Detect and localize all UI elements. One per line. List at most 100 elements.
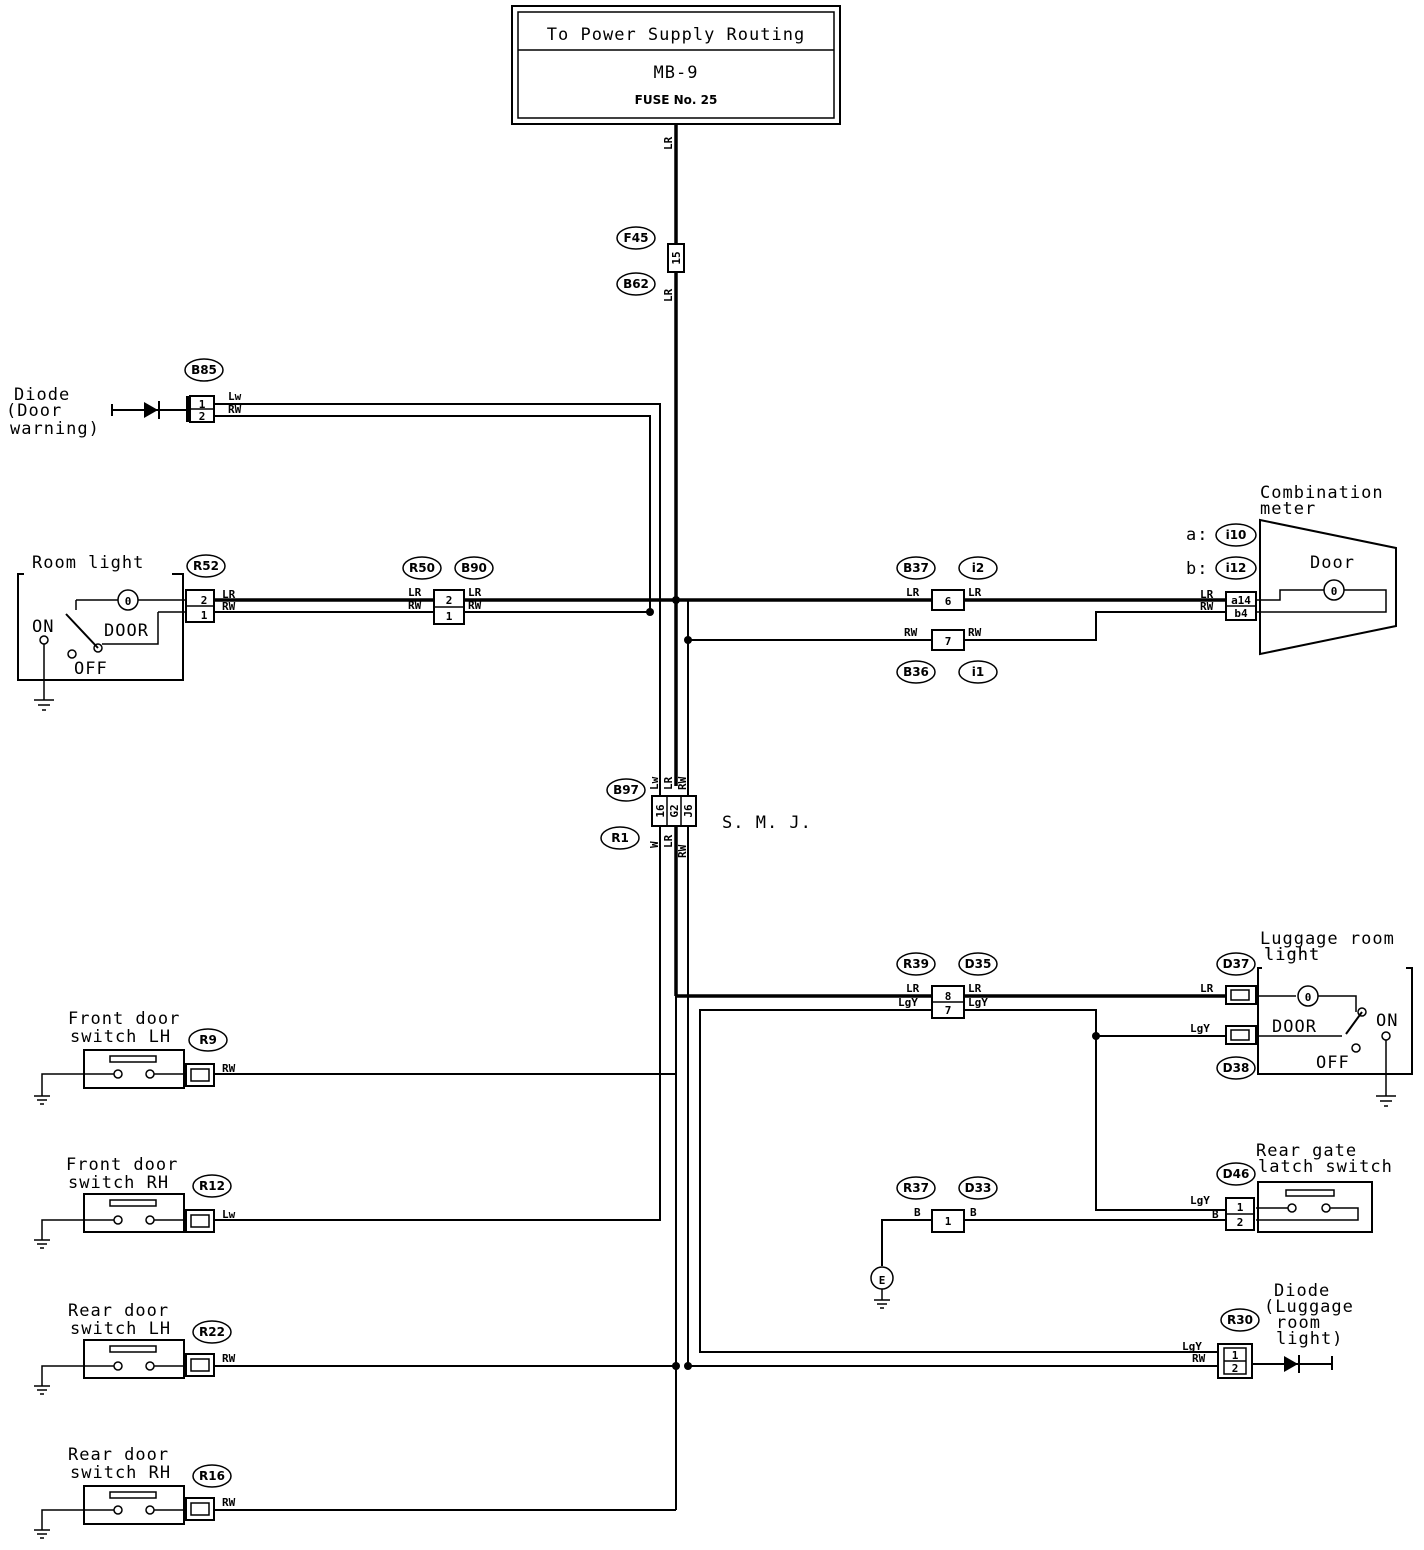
room-light-off: OFF	[74, 659, 108, 679]
connector-r22-label: R22	[199, 1325, 225, 1339]
connector-r39-label: R39	[903, 957, 929, 971]
connector-r9-label: R9	[199, 1033, 217, 1047]
smj-lr2-label: LR	[662, 834, 675, 848]
connector-r52-label: R52	[193, 559, 219, 573]
rear-gate-line2: latch switch	[1258, 1157, 1393, 1177]
r39-lr-left: LR	[906, 982, 920, 995]
front-lh-line1: Front door	[68, 1009, 180, 1029]
b85-pin-2: 2	[199, 410, 206, 423]
pin-15: 15	[670, 251, 683, 264]
combination-meter: Combination meter a: i10 b: i12 Door 0 a…	[1186, 483, 1397, 656]
front-rh-line2: switch RH	[68, 1173, 169, 1193]
diode-door-line1: Diode	[14, 385, 70, 405]
b85-pin-1: 1	[199, 398, 206, 411]
r52-lr-label: LR	[222, 588, 236, 601]
b37-lr-left: LR	[906, 586, 920, 599]
svg-text:0: 0	[125, 595, 132, 608]
svg-text:0: 0	[1305, 991, 1312, 1004]
connector-i10-label: i10	[1226, 528, 1247, 542]
luggage-light-line1: Luggage room	[1260, 929, 1395, 949]
connector-r30-label: R30	[1227, 1313, 1253, 1327]
connector-b85-label: B85	[191, 363, 217, 377]
power-fuse-label: FUSE No. 25	[635, 93, 718, 107]
b36-pin-7: 7	[945, 635, 952, 648]
connector-i12-label: i12	[1226, 561, 1247, 575]
connector-r12-label: R12	[199, 1179, 225, 1193]
connector-i1-label: i1	[972, 665, 984, 679]
power-supply-box: To Power Supply Routing MB-9 FUSE No. 25	[511, 5, 841, 125]
luggage-off-label: OFF	[1316, 1053, 1350, 1073]
connector-r16-label: R16	[199, 1469, 225, 1483]
connector-d37-label: D37	[1223, 957, 1250, 971]
diode-luggage-line2: (Luggage	[1264, 1297, 1354, 1317]
d46-b-label: B	[1212, 1208, 1219, 1221]
r37-b-label: B	[914, 1206, 921, 1219]
diode-door-line3: warning)	[10, 419, 100, 439]
room-light: Room light 0 DOOR ON OFF 2 1 R52 LR RW	[17, 553, 236, 711]
connector-f45-label: F45	[624, 231, 649, 245]
d37-lr-label: LR	[1200, 982, 1214, 995]
d35-lr-right: LR	[968, 982, 982, 995]
connector-d38-label: D38	[1223, 1061, 1250, 1075]
r30-rw-label: RW	[1192, 1352, 1206, 1365]
connector-i2-label: i2	[972, 561, 984, 575]
d38-lgy-label: LgY	[1190, 1022, 1210, 1035]
b36-rw-right: RW	[968, 626, 982, 639]
front-lh-line2: switch LH	[70, 1027, 171, 1047]
b90-pin-2: 2	[446, 594, 453, 607]
connector-b97-label: B97	[613, 783, 639, 797]
r52-pin-2: 2	[201, 594, 208, 607]
r9-rw-label: RW	[222, 1062, 236, 1075]
b85-wires	[214, 403, 661, 1221]
rear-rh-line1: Rear door	[68, 1445, 169, 1465]
connector-b90-label: B90	[461, 561, 487, 575]
r39-pin-8: 8	[945, 990, 952, 1003]
ground-e: 1 R37 D33 B B E	[870, 1176, 1226, 1309]
luggage-on-label: ON	[1376, 1011, 1398, 1031]
luggage-room-light: Luggage room light light D37 D38 LR LgY …	[1190, 929, 1413, 1107]
r12-lw-label: Lw	[222, 1208, 236, 1221]
front-door-switch-lh: Front door switch LH R9 RW	[34, 1009, 236, 1105]
meter-door-label: Door	[1310, 553, 1355, 573]
r16-rw-label: RW	[222, 1496, 236, 1509]
diode-door-warning: Diode (Door warning) 1 2 B85 Lw RW	[6, 358, 242, 439]
diode-door-line2: (Door	[6, 401, 62, 421]
power-supply-title: To Power Supply Routing	[547, 25, 805, 45]
room-light-label: Room light	[32, 553, 144, 573]
combination-meter-line1: Combination	[1260, 483, 1384, 503]
meter-pin-a14: a14	[1231, 594, 1251, 607]
r50-lr-label: LR	[408, 586, 422, 599]
d35-lgy-right: LgY	[968, 996, 988, 1009]
meter-lr-label: LR	[1200, 588, 1214, 601]
room-light-on: ON	[32, 617, 54, 637]
main-lr-wires	[214, 124, 1226, 998]
luggage-light-line2-front: light	[1264, 945, 1320, 965]
smj-rw2-label: RW	[676, 844, 689, 858]
rear-lh-line2: switch LH	[70, 1319, 171, 1339]
connector-r1-label: R1	[611, 831, 629, 845]
ground-e-label: E	[879, 1274, 886, 1287]
r52-pin-1: 1	[201, 609, 208, 622]
d46-pin-1: 1	[1237, 1201, 1244, 1214]
r50-rw-label: RW	[408, 599, 422, 612]
rear-door-switch-lh: Rear door switch LH R22 RW	[34, 1301, 236, 1395]
b90-pin-1: 1	[446, 610, 453, 623]
smj-w-label: W	[648, 841, 661, 848]
b90-lr-label: LR	[468, 586, 482, 599]
connector-b37-label: B37	[903, 561, 929, 575]
connector-b36-i1: 7 B36 i1 RW RW	[687, 600, 1226, 1366]
meter-b-prefix: b:	[1186, 559, 1208, 579]
meter-pin-b4: b4	[1234, 607, 1248, 620]
b37-pin-6: 6	[945, 595, 952, 608]
r39-pin-7: 7	[945, 1004, 952, 1017]
lr-wire-labels: LR LR	[662, 136, 675, 302]
smj-lw-label: Lw	[648, 776, 661, 790]
connector-b62-label: B62	[623, 277, 649, 291]
d46-lgy-label: LgY	[1190, 1194, 1210, 1207]
connector-d33-label: D33	[965, 1181, 992, 1195]
rear-lh-line1: Rear door	[68, 1301, 169, 1321]
smj-connector: 16 G2 J6 B97 R1 S. M. J. Lw LR RW W LR R…	[600, 416, 811, 858]
diode-luggage: 1 2 R30 LgY RW Diode (Luggage room light…	[672, 1281, 1354, 1379]
smj-lr-label: LR	[662, 776, 675, 790]
